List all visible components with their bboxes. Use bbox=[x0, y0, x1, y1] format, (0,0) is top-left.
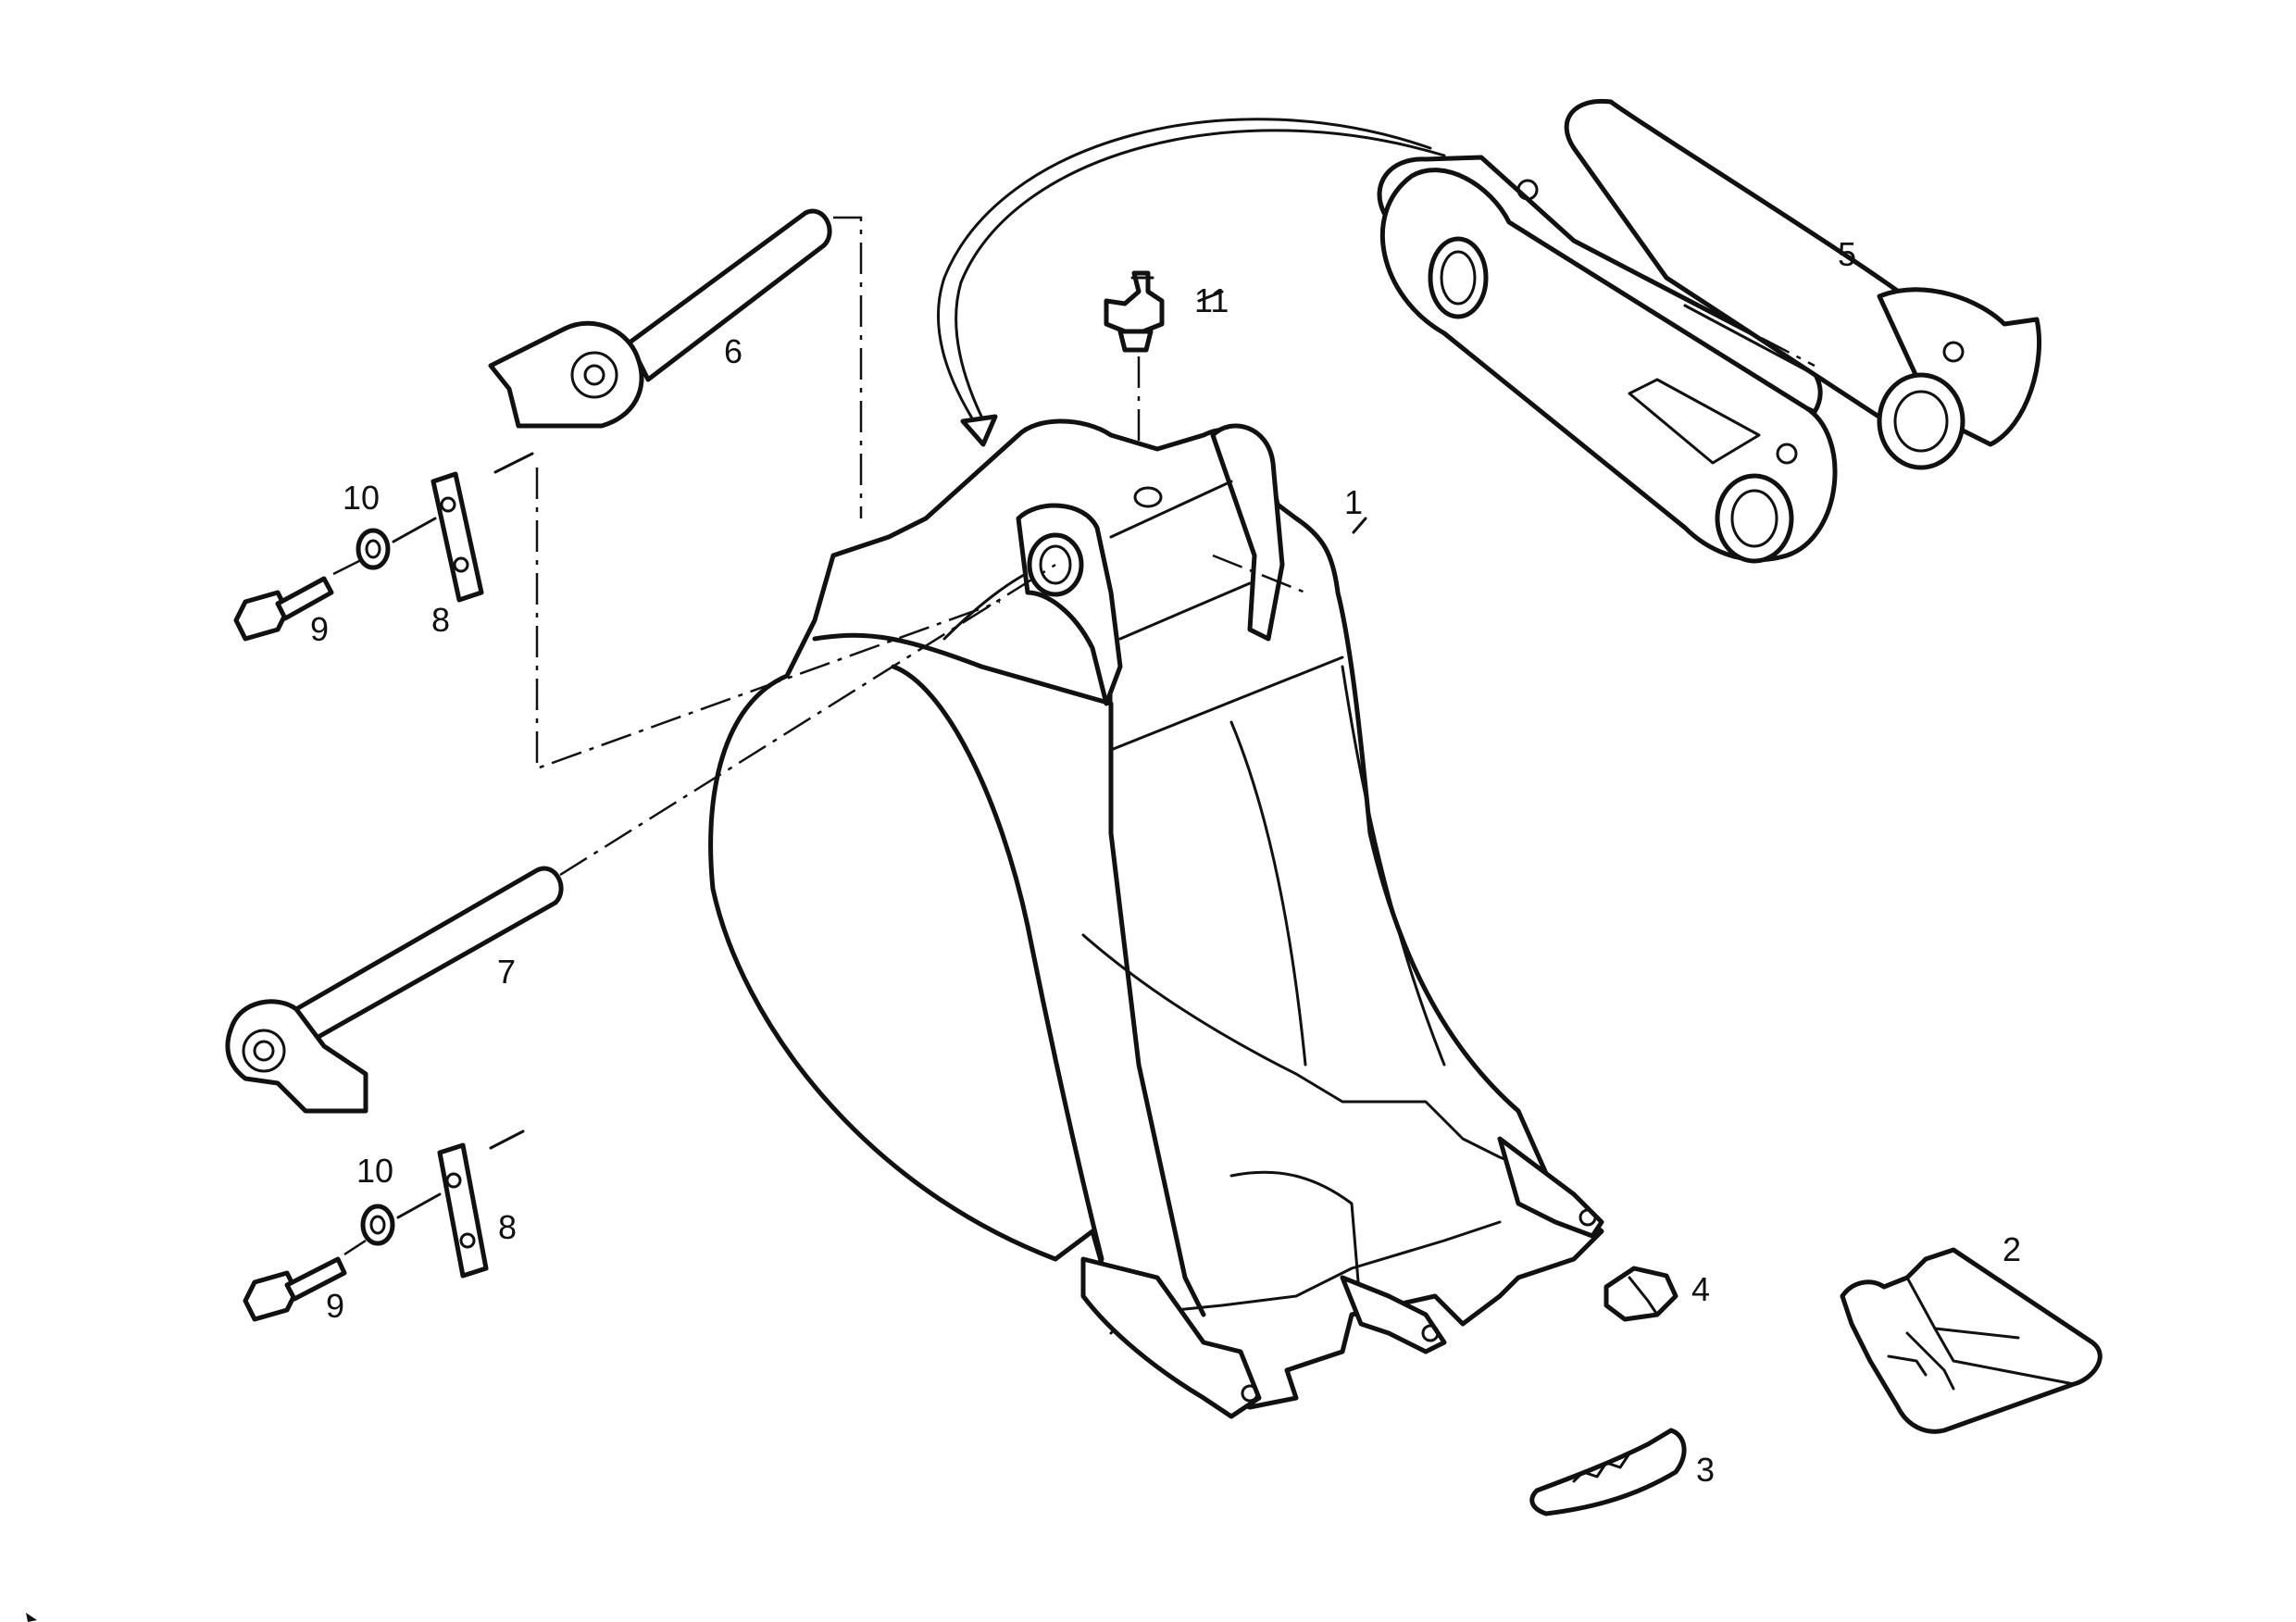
callout-9-upper: 9 bbox=[310, 610, 329, 648]
assembly-arrow bbox=[936, 118, 1446, 447]
callout-7: 7 bbox=[497, 953, 516, 991]
callout-11: 11 bbox=[1194, 281, 1229, 319]
callout-9-lower: 9 bbox=[326, 1287, 344, 1325]
part-bucket bbox=[708, 418, 1604, 1419]
callout-3: 3 bbox=[1696, 1451, 1715, 1489]
corner-mark bbox=[26, 1613, 37, 1622]
callout-1: 1 bbox=[1344, 483, 1363, 521]
part-bucket-tooth bbox=[1840, 1247, 2103, 1434]
pin-lower-axis-line bbox=[559, 563, 1056, 877]
part-pin-lower bbox=[225, 866, 564, 1114]
callout-6: 6 bbox=[724, 332, 742, 370]
callout-10-upper: 10 bbox=[343, 479, 380, 517]
callout-2: 2 bbox=[2003, 1230, 2021, 1268]
leader-lines bbox=[1197, 290, 1367, 534]
part-grease-nipple bbox=[1104, 270, 1165, 353]
part-group-upper-fasteners bbox=[233, 452, 1001, 770]
callout-5: 5 bbox=[1838, 235, 1856, 273]
callout-8-lower: 8 bbox=[498, 1208, 517, 1246]
callout-8-upper: 8 bbox=[431, 601, 450, 639]
part-pin-upper bbox=[488, 208, 832, 429]
callout-10-lower: 10 bbox=[356, 1152, 393, 1190]
pin-upper-axis-line bbox=[833, 216, 863, 518]
part-tooth-pin bbox=[1603, 1266, 1678, 1322]
part-group-lower-fasteners bbox=[243, 1129, 525, 1322]
part-retainer bbox=[1529, 1428, 1687, 1516]
callout-4: 4 bbox=[1691, 1270, 1710, 1308]
part-linkage bbox=[1377, 98, 2042, 564]
